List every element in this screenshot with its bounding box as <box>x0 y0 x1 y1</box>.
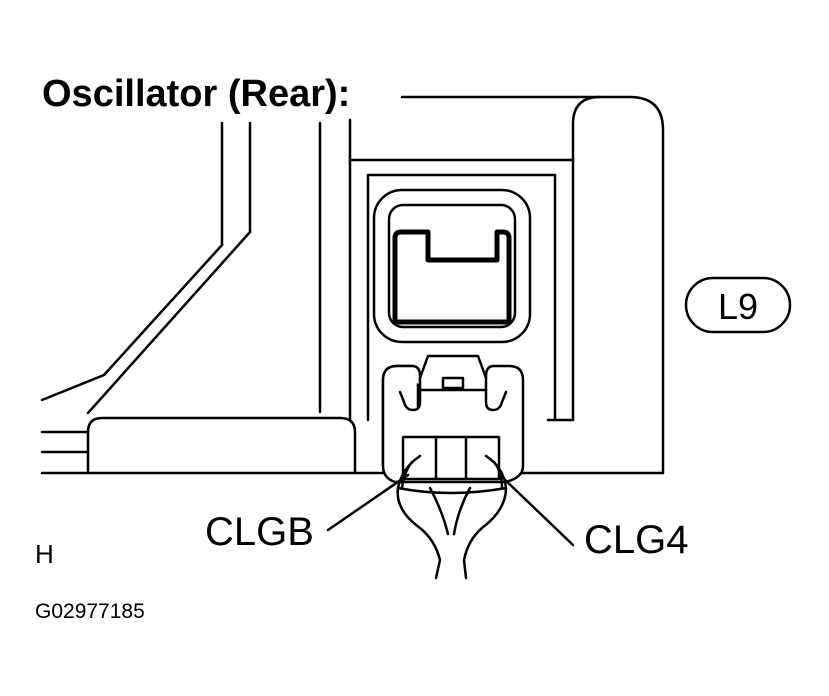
view-letter: H <box>35 539 54 569</box>
wire-clgb-b <box>400 460 414 490</box>
connector-code-badge <box>684 276 792 334</box>
figure-id: G02977185 <box>35 600 145 623</box>
wire-center-b <box>452 486 472 536</box>
wire-clg4 <box>462 454 508 580</box>
socket-contact-frame <box>392 229 512 325</box>
connector-code-label: L9 <box>718 286 758 327</box>
lower-mount-block <box>86 416 357 475</box>
leader-clg4 <box>498 473 575 547</box>
leader-clgb <box>326 473 410 532</box>
plug-latch-window <box>441 376 465 390</box>
plug-latch <box>418 354 488 380</box>
callout-clg4: CLG4 <box>584 518 689 562</box>
wire-center-a <box>428 486 450 536</box>
housing-inner-edge <box>571 95 602 162</box>
wire-clgb <box>396 454 442 580</box>
callout-clgb: CLGB <box>205 510 314 554</box>
wire-bundle-edge <box>396 486 508 495</box>
diagram-title: Oscillator (Rear): <box>42 73 350 115</box>
wire-clg4-b <box>492 460 504 490</box>
frame-diagonal-outer <box>40 243 224 402</box>
oscillator-housing-outline <box>546 95 665 475</box>
frame-diagonal-inner <box>86 230 252 415</box>
socket-inner <box>387 203 517 329</box>
